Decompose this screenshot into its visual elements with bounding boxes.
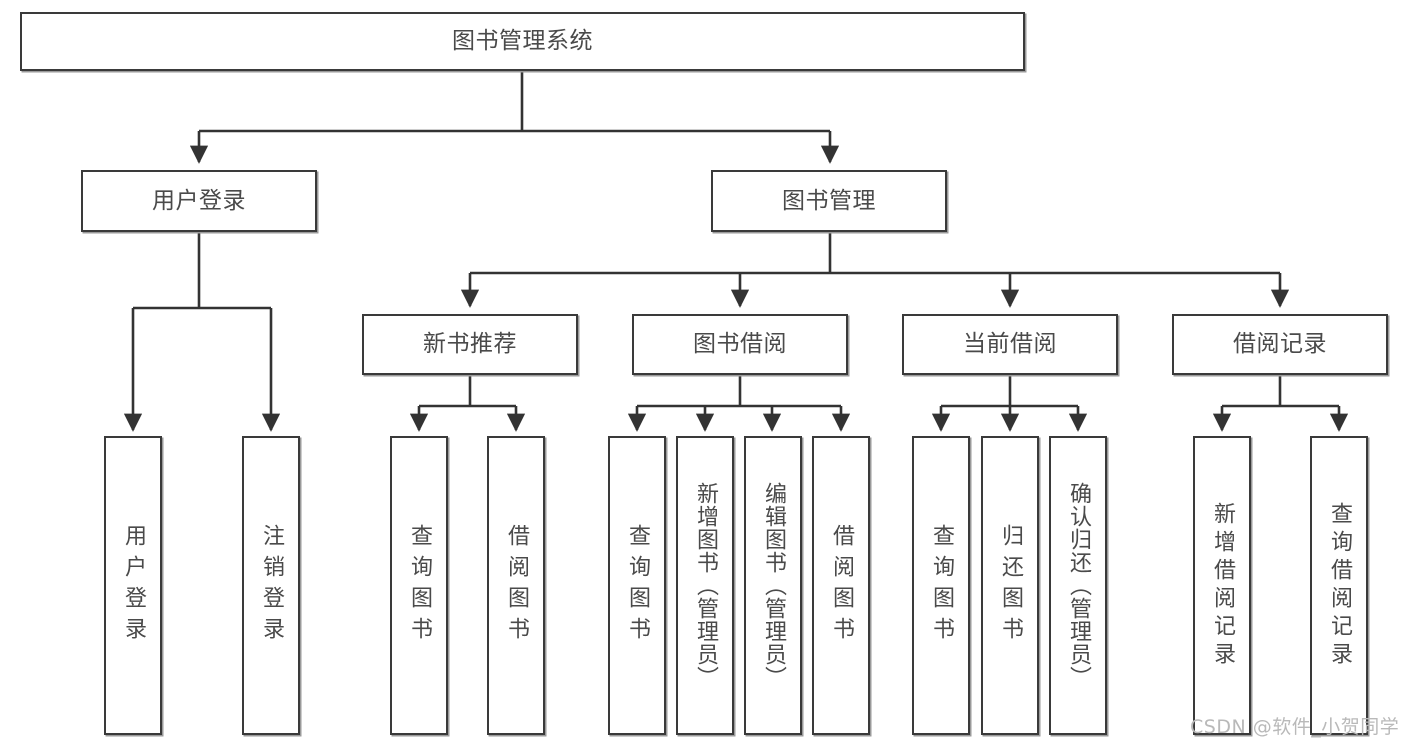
node-label: 查询图书 (407, 523, 432, 648)
leaf-edit-book-admin[interactable]: 编辑图书（管理员） (744, 436, 802, 735)
leaf-return-book[interactable]: 归还图书 (981, 436, 1039, 735)
leaf-add-book-admin[interactable]: 新增图书（管理员） (676, 436, 734, 735)
leaf-confirm-return-admin[interactable]: 确认归还（管理员） (1049, 436, 1107, 735)
node-label: 新增借阅记录 (1210, 501, 1235, 670)
node-label: 图书借阅 (693, 331, 787, 358)
node-label: 借阅记录 (1233, 331, 1327, 358)
node-book-management[interactable]: 图书管理 (711, 170, 947, 232)
node-new-book-recommend[interactable]: 新书推荐 (362, 314, 578, 375)
leaf-borrow-book[interactable]: 借阅图书 (812, 436, 870, 735)
node-label: 借阅图书 (829, 523, 854, 648)
node-label: 编辑图书（管理员） (761, 482, 786, 689)
node-label: 用户登录 (121, 523, 146, 648)
node-label: 借阅图书 (504, 523, 529, 648)
node-label: 新书推荐 (423, 331, 517, 358)
node-borrow-record[interactable]: 借阅记录 (1172, 314, 1388, 375)
leaf-borrow-book-recommend[interactable]: 借阅图书 (487, 436, 545, 735)
leaf-query-borrow-record[interactable]: 查询借阅记录 (1310, 436, 1368, 735)
node-label: 当前借阅 (963, 331, 1057, 358)
node-label: 图书管理系统 (452, 28, 593, 55)
node-label: 查询借阅记录 (1327, 501, 1352, 670)
node-label: 用户登录 (152, 187, 246, 214)
node-label: 查询图书 (929, 523, 954, 648)
leaf-user-login[interactable]: 用户登录 (104, 436, 162, 735)
node-label: 图书管理 (782, 187, 876, 214)
node-root-system[interactable]: 图书管理系统 (20, 12, 1025, 71)
csdn-watermark: CSDN @软件_小贺同学 (1190, 716, 1400, 738)
node-current-borrow[interactable]: 当前借阅 (902, 314, 1118, 375)
node-label: 注销登录 (259, 523, 284, 648)
node-label: 归还图书 (998, 523, 1023, 648)
leaf-add-borrow-record[interactable]: 新增借阅记录 (1193, 436, 1251, 735)
leaf-query-book-current[interactable]: 查询图书 (912, 436, 970, 735)
leaf-query-book-borrow[interactable]: 查询图书 (608, 436, 666, 735)
node-label: 确认归还（管理员） (1066, 482, 1091, 689)
leaf-logout-login[interactable]: 注销登录 (242, 436, 300, 735)
node-label: 查询图书 (625, 523, 650, 648)
leaf-query-book-recommend[interactable]: 查询图书 (390, 436, 448, 735)
node-user-login[interactable]: 用户登录 (81, 170, 317, 232)
node-book-borrow[interactable]: 图书借阅 (632, 314, 848, 375)
node-label: 新增图书（管理员） (693, 482, 718, 689)
